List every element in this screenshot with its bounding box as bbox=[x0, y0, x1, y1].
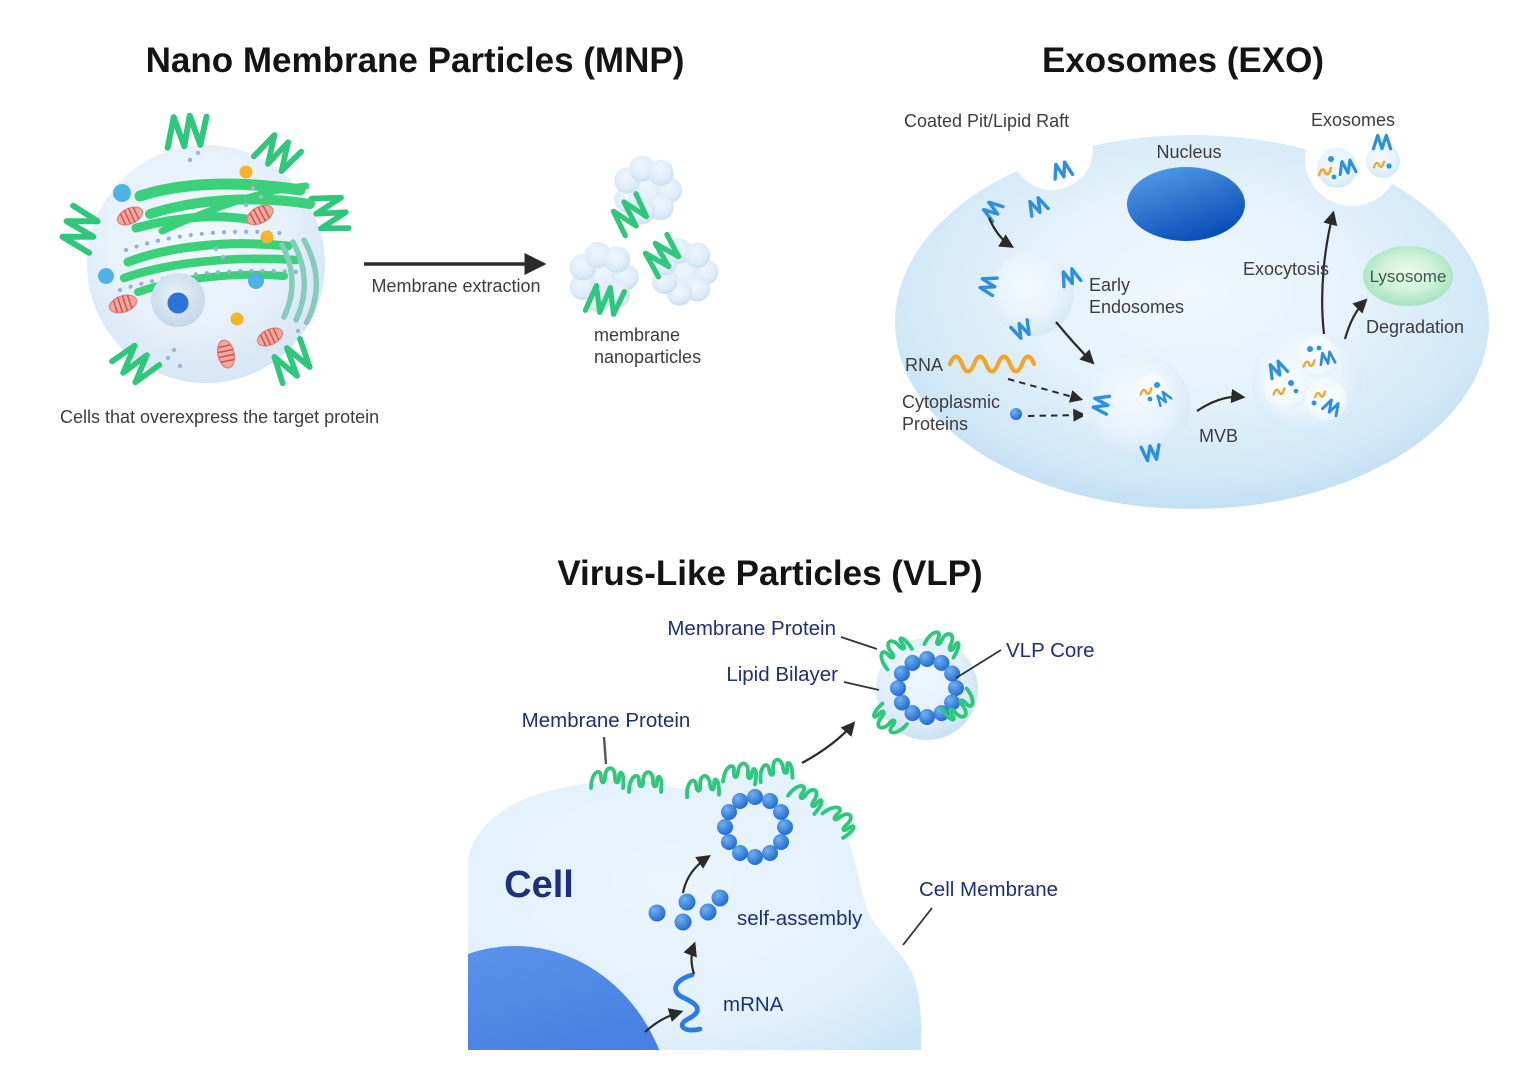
to-mvb-arrow bbox=[1196, 388, 1246, 412]
forming-mvb bbox=[1083, 354, 1190, 463]
vlp-nucleus bbox=[468, 946, 673, 1050]
lipid-bilayer-leader bbox=[843, 681, 880, 691]
exo-title: Exosomes (EXO) bbox=[1042, 41, 1324, 80]
membrane-nanoparticles bbox=[569, 155, 719, 316]
mrna-icon bbox=[673, 972, 703, 1033]
early-endosomes-label-line1: Early bbox=[1089, 275, 1130, 295]
mnp-title: Nano Membrane Particles (MNP) bbox=[146, 41, 685, 80]
mnp-nucleus bbox=[151, 273, 205, 327]
exo-nucleus-label: Nucleus bbox=[1156, 142, 1221, 162]
self-assembly-label: self-assembly bbox=[737, 907, 863, 930]
membrane-protein-left-leader bbox=[602, 736, 608, 765]
exo-nucleus bbox=[1127, 167, 1245, 241]
nucleus-to-mrna-arrow bbox=[644, 1008, 684, 1033]
membrane-extraction-label: Membrane extraction bbox=[371, 276, 540, 296]
vlp-core-leader bbox=[955, 649, 1002, 679]
vlp-particle bbox=[867, 624, 982, 742]
assembling-capsid-ring bbox=[717, 789, 793, 865]
exocytosis-arrow bbox=[1321, 210, 1338, 335]
internalization-arrow bbox=[987, 217, 1015, 248]
early-endosomes-label-line2: Endosomes bbox=[1089, 297, 1184, 317]
rna-label: RNA bbox=[905, 355, 943, 375]
exocytosis-label: Exocytosis bbox=[1243, 259, 1329, 279]
mrna-to-assembly-arrow bbox=[683, 941, 697, 975]
panel-vlp: Virus-Like Particles (VLP) Cell self-ass… bbox=[468, 554, 1095, 1050]
degradation-arrow bbox=[1343, 298, 1368, 340]
mvb-label: MVB bbox=[1199, 426, 1238, 446]
vlp-core-label: VLP Core bbox=[1006, 639, 1095, 662]
membrane-protein-top-label: Membrane Protein bbox=[667, 617, 836, 640]
lysosome bbox=[1363, 246, 1453, 306]
budding-to-vlp-arrow bbox=[801, 721, 856, 764]
mnp-vesicle-dots bbox=[98, 150, 309, 369]
degradation-label: Degradation bbox=[1366, 317, 1464, 337]
mrna-label: mRNA bbox=[723, 993, 784, 1016]
mnp-cell-caption: Cells that overexpress the target protei… bbox=[60, 407, 379, 427]
cytoplasmic-proteins-label-line2: Proteins bbox=[902, 414, 968, 434]
panel-mnp: Nano Membrane Particles (MNP) bbox=[60, 41, 719, 427]
exosome-vesicle bbox=[1317, 148, 1358, 188]
lysosome-label: Lysosome bbox=[1370, 267, 1447, 286]
rna-strand-icon bbox=[947, 354, 1037, 374]
cytoplasmic-protein-dot bbox=[1010, 408, 1022, 420]
er-smooth-icon bbox=[131, 178, 315, 235]
golgi-icon bbox=[279, 237, 319, 325]
cell-membrane-leader bbox=[902, 907, 933, 946]
membrane-protein-left-label: Membrane Protein bbox=[522, 709, 691, 732]
nanoparticles-label-line2: nanoparticles bbox=[594, 347, 701, 367]
vlp-cell-label: Cell bbox=[504, 864, 574, 906]
exosomes-label: Exosomes bbox=[1311, 110, 1395, 130]
membrane-protein-top-leader bbox=[840, 636, 878, 650]
coated-pit-notch bbox=[1011, 108, 1093, 190]
coated-pit-label: Coated Pit/Lipid Raft bbox=[904, 111, 1069, 131]
lipid-bilayer-label: Lipid Bilayer bbox=[726, 663, 838, 686]
cytoplasmic-proteins-label-line1: Cytoplasmic bbox=[902, 392, 1000, 412]
cell-membrane-label: Cell Membrane bbox=[919, 878, 1058, 901]
exosome-vesicle bbox=[1366, 133, 1400, 178]
mvb bbox=[1252, 326, 1362, 436]
early-endosome bbox=[977, 252, 1083, 342]
vlp-core-ring bbox=[890, 651, 964, 725]
self-assembly-dots bbox=[648, 889, 729, 931]
protein-loading-arrow bbox=[1027, 408, 1087, 422]
assembly-to-capsid-arrow bbox=[681, 855, 711, 894]
vlp-title: Virus-Like Particles (VLP) bbox=[557, 554, 982, 593]
rna-loading-arrow bbox=[1007, 378, 1084, 403]
endosome-to-mvb-arrow bbox=[1055, 321, 1095, 365]
nanoparticles-label-line1: membrane bbox=[594, 325, 680, 345]
panel-exo: Exosomes (EXO) Coated Pit/Lipid Raft Nuc… bbox=[895, 41, 1489, 509]
